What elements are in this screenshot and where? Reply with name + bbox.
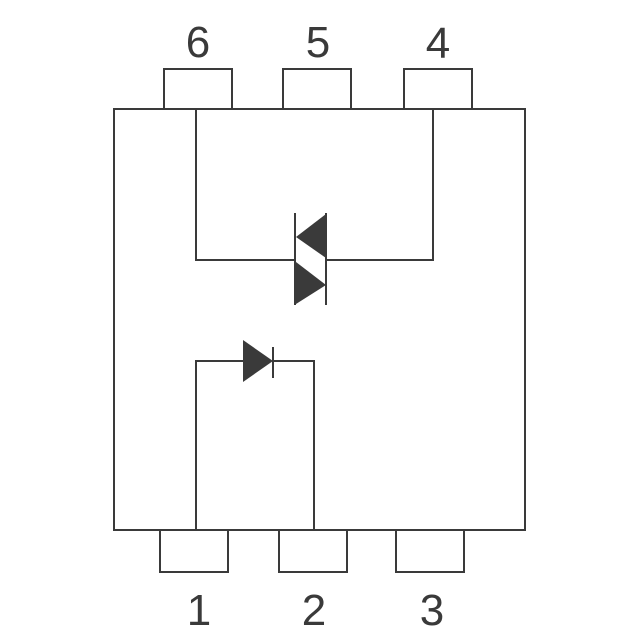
diode-wire-pin1 xyxy=(195,360,243,530)
pin-5-label: 5 xyxy=(306,18,330,67)
pin-3-pad xyxy=(395,529,465,573)
package-body xyxy=(113,108,526,531)
pin-2-label: 2 xyxy=(302,586,326,635)
triac-wire-pin4 xyxy=(327,109,434,261)
pin-1-label: 1 xyxy=(187,586,211,635)
triac-triangle-lower-icon xyxy=(296,262,326,304)
pin-6-label: 6 xyxy=(186,18,210,67)
pin-6-pad xyxy=(163,68,233,110)
pin-4-pad xyxy=(403,68,473,110)
pin-3-label: 3 xyxy=(420,586,444,635)
triac-wire-pin6 xyxy=(195,109,294,261)
pin-4-label: 4 xyxy=(426,19,450,68)
diode-wire-pin2 xyxy=(273,360,315,530)
pin-5-pad xyxy=(282,68,352,110)
pin-1-pad xyxy=(159,529,229,573)
triac-triangle-upper-icon xyxy=(296,214,326,258)
pin-2-pad xyxy=(278,529,348,573)
diode-triangle-icon xyxy=(243,340,273,382)
